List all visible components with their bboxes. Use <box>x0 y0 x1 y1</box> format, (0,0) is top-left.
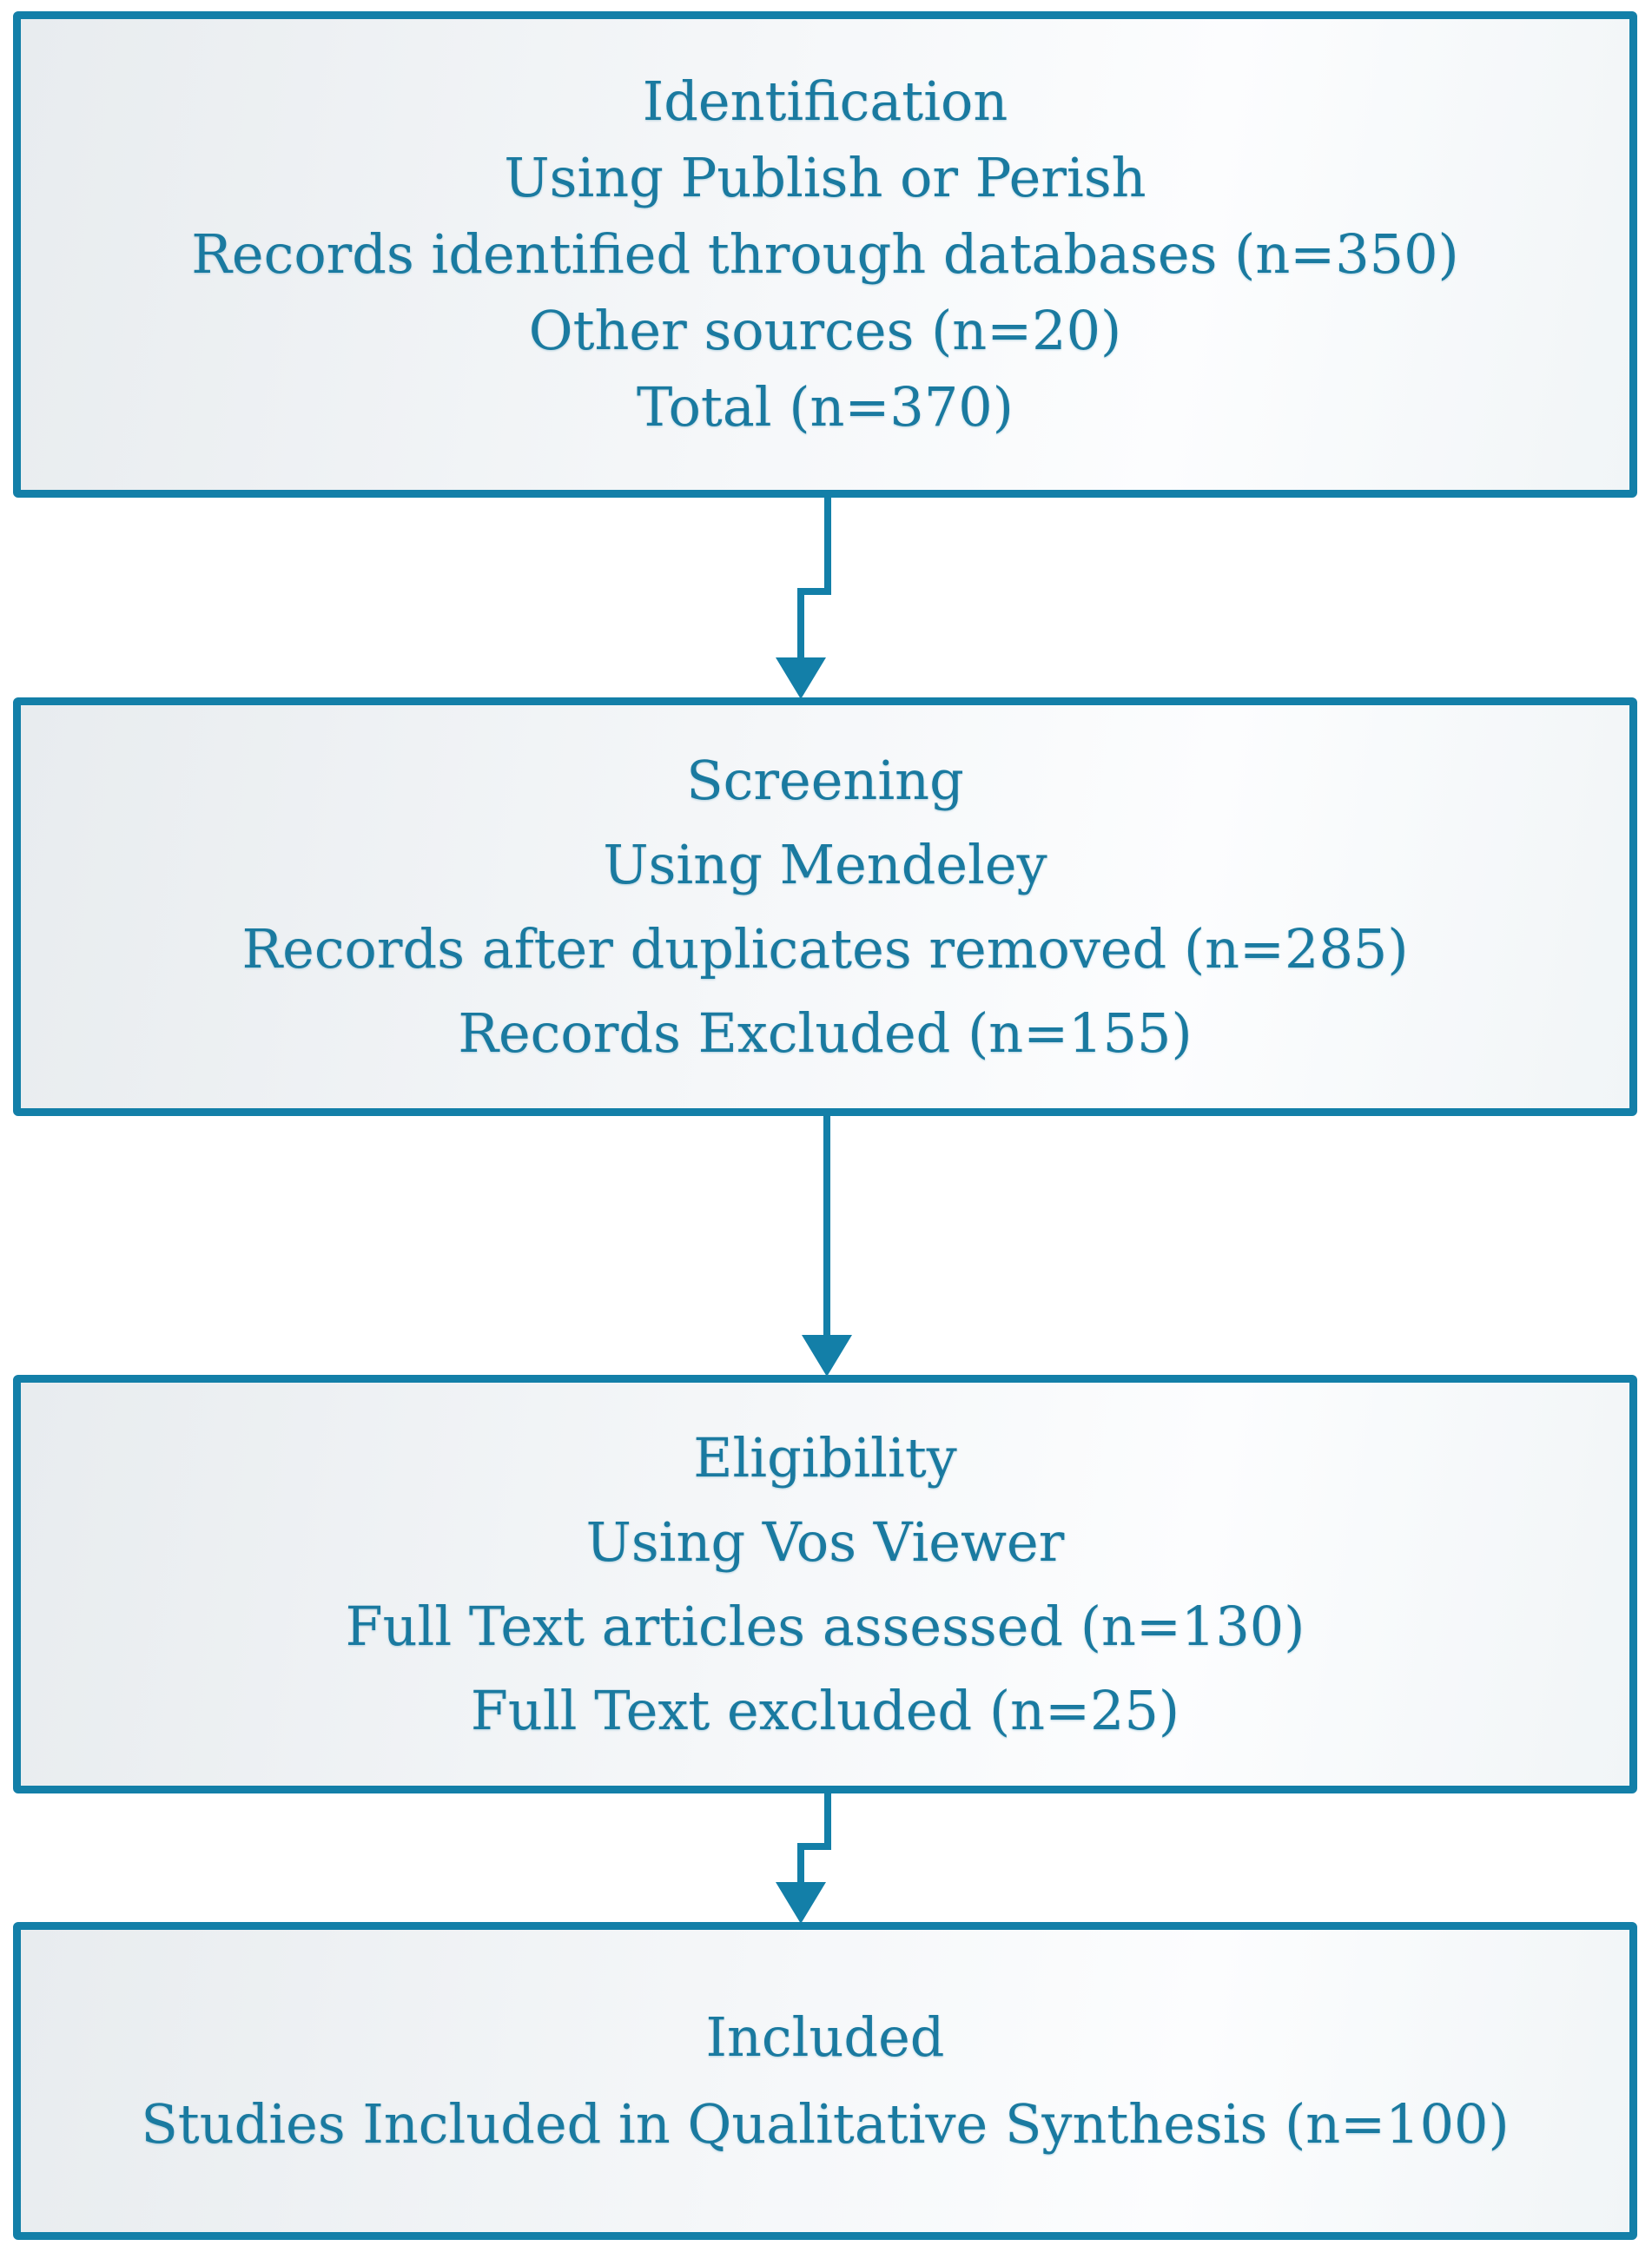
arrow-shaft <box>797 1792 831 1884</box>
arrow-head-icon <box>776 1882 826 1924</box>
identification-stage-label: Identification <box>642 69 1008 133</box>
arrow-head-icon <box>776 657 826 699</box>
identification-box: Identification Using Publish or Perish R… <box>13 11 1637 498</box>
screening-duplicates-line: Records after duplicates removed (n=285) <box>241 917 1409 981</box>
connector-screening-to-eligibility <box>802 1114 852 1377</box>
identification-records-line: Records identified through databases (n=… <box>191 222 1459 286</box>
included-box: Included Studies Included in Qualitative… <box>13 1922 1637 2240</box>
identification-text: Identification Using Publish or Perish R… <box>21 63 1629 446</box>
included-stage-label: Included <box>705 2005 945 2069</box>
eligibility-assessed-line: Full Text articles assessed (n=130) <box>345 1595 1305 1658</box>
eligibility-text: Eligibility Using Vos Viewer Full Text a… <box>21 1416 1629 1753</box>
screening-stage-label: Screening <box>686 749 964 812</box>
screening-text: Screening Using Mendeley Records after d… <box>21 738 1629 1075</box>
arrow-shaft <box>797 496 831 659</box>
identification-other-sources-line: Other sources (n=20) <box>528 299 1122 362</box>
screening-box: Screening Using Mendeley Records after d… <box>13 697 1637 1116</box>
eligibility-box: Eligibility Using Vos Viewer Full Text a… <box>13 1375 1637 1793</box>
connector-eligibility-to-included <box>776 1792 831 1924</box>
identification-tool-label: Using Publish or Perish <box>504 146 1146 209</box>
included-text: Included Studies Included in Qualitative… <box>21 1994 1629 2168</box>
screening-tool-label: Using Mendeley <box>603 833 1047 896</box>
included-synthesis-line: Studies Included in Qualitative Synthesi… <box>141 2092 1510 2156</box>
connector-identification-to-screening <box>776 496 831 699</box>
eligibility-excluded-line: Full Text excluded (n=25) <box>470 1679 1180 1742</box>
arrow-head-icon <box>802 1335 852 1377</box>
screening-excluded-line: Records Excluded (n=155) <box>458 1001 1193 1065</box>
eligibility-stage-label: Eligibility <box>693 1426 957 1489</box>
eligibility-tool-label: Using Vos Viewer <box>585 1510 1065 1574</box>
identification-total-line: Total (n=370) <box>637 375 1014 439</box>
